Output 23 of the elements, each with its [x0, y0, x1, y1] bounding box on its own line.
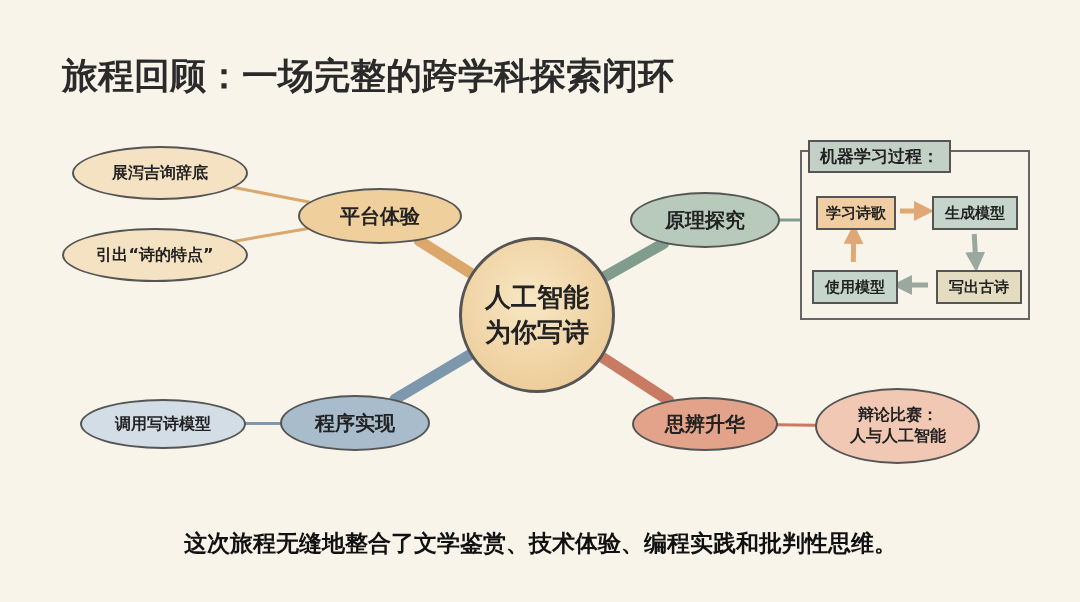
connector — [244, 421, 282, 426]
connector — [232, 186, 311, 204]
title: 旅程回顾：一场完整的跨学科探索闭环 — [62, 54, 674, 98]
caption: 这次旅程无缝地整合了文学鉴赏、技术体验、编程实践和批判性思维。 — [182, 529, 898, 558]
process-box: 学习诗歌 — [816, 196, 896, 230]
central-circle: 人工智能为你写诗 — [459, 237, 615, 393]
branch-ellipse: 平台体验 — [298, 188, 462, 244]
frame-heading: 机器学习过程： — [808, 140, 951, 173]
branch-ellipse: 程序实现 — [280, 395, 430, 451]
leaf-ellipse: 调用写诗模型 — [80, 399, 246, 449]
leaf-ellipse: 引出“诗的特点” — [62, 228, 248, 282]
leaf-ellipse: 辩论比赛：人与人工智能 — [815, 388, 980, 464]
connector — [233, 227, 309, 243]
connector — [776, 423, 817, 427]
branch-ellipse: 原理探究 — [630, 192, 780, 248]
branch-ellipse: 思辨升华 — [632, 397, 778, 451]
process-box: 写出古诗 — [936, 270, 1022, 304]
process-box: 使用模型 — [812, 270, 898, 304]
connector — [778, 218, 802, 222]
leaf-ellipse: 展泻吉询辞底 — [72, 146, 248, 200]
arrow — [900, 201, 934, 221]
arrow — [965, 233, 986, 272]
process-box: 生成模型 — [932, 196, 1018, 230]
